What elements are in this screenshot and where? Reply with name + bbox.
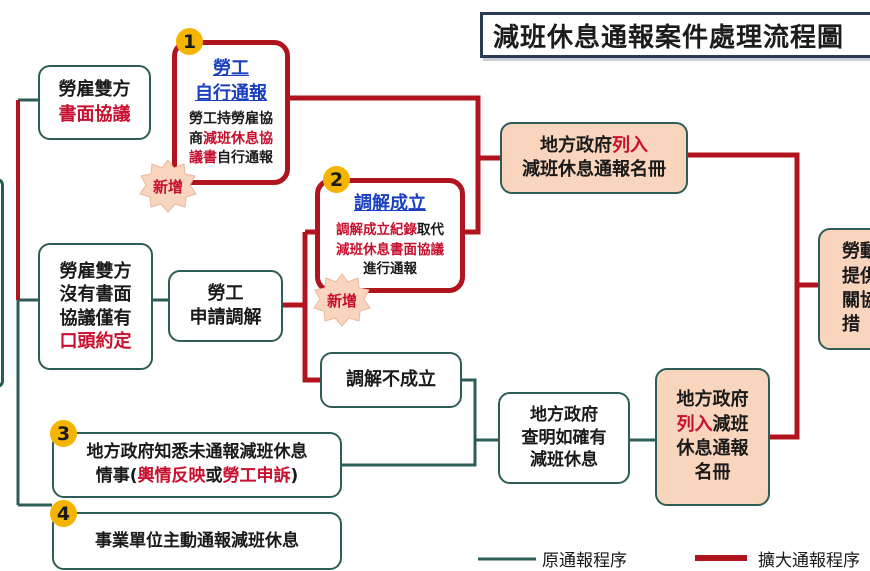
no-written-line4: 口頭約定 [59, 330, 132, 352]
apply-mediation-line2: 申請調解 [189, 307, 262, 328]
mediation-fail-line1: 調解不成立 [346, 368, 436, 390]
written-agreement-line1: 勞雇雙方 [58, 79, 131, 101]
gov-learn-box: 地方政府知悉未通報減班休息 情事(輿情反映或勞工申訴) [52, 432, 342, 498]
apply-mediation-line1: 勞工 [207, 282, 244, 304]
labor-dept-line2: 提供 [842, 265, 870, 287]
step-number-4: 4 [50, 500, 77, 527]
mediation-success-title: 調解成立 [354, 193, 426, 215]
worker-self-report-desc3: 議書自行通報 [189, 150, 273, 167]
gov-verify-line3: 減班休息 [530, 450, 598, 471]
legend-original-label: 原通報程序 [542, 551, 627, 571]
employer-report-line1: 事業單位主動通報減班休息 [95, 530, 299, 551]
page-title-text: 減班休息通報案件處理流程圖 [493, 22, 845, 53]
worker-self-report-title2: 自行通報 [195, 83, 267, 105]
gov-list-1-line1: 地方政府列入 [540, 134, 648, 156]
gov-verify-box: 地方政府 查明如確有 減班休息 [498, 392, 630, 484]
legend-original-line [478, 557, 536, 561]
gov-verify-line2: 查明如確有 [521, 427, 607, 448]
mediation-success-desc3: 進行通報 [363, 261, 417, 278]
apply-mediation-box: 勞工 申請調解 [168, 270, 283, 342]
gov-list-1-line2: 減班休息通報名冊 [522, 159, 666, 180]
worker-self-report-title: 勞工 [213, 57, 249, 79]
gov-list-box-1: 地方政府列入 減班休息通報名冊 [500, 122, 688, 194]
written-agreement-box: 勞雇雙方 書面協議 [38, 65, 151, 140]
new-badge-text-2: 新增 [327, 292, 357, 310]
left-source-panel [0, 178, 4, 388]
new-badge-text: 新增 [153, 178, 183, 196]
no-written-agreement-box: 勞雇雙方 沒有書面 協議僅有 口頭約定 [38, 243, 153, 370]
labor-dept-box: 勞動 提供 關協 措 [818, 228, 870, 350]
new-badge-icon: 新增 [139, 159, 197, 213]
worker-self-report-desc2: 商減班休息協 [189, 130, 273, 147]
legend-expanded-label: 擴大通報程序 [758, 551, 860, 571]
gov-list-2-line4: 名冊 [694, 462, 731, 484]
gov-learn-line2: 情事(輿情反映或勞工申訴) [95, 466, 299, 486]
gov-list-box-2: 地方政府 列入減班 休息通報 名冊 [655, 368, 770, 506]
labor-dept-line1: 勞動 [842, 241, 870, 263]
page-title: 減班休息通報案件處理流程圖 [480, 12, 870, 58]
employer-report-box: 事業單位主動通報減班休息 [52, 512, 342, 570]
worker-self-report-box: 勞工 自行通報 勞工持勞雇協 商減班休息協 議書自行通報 [172, 40, 290, 185]
legend-expanded-line [695, 555, 747, 561]
no-written-line3: 協議僅有 [59, 307, 132, 329]
written-agreement-line2: 書面協議 [58, 103, 131, 125]
labor-dept-line4: 措 [842, 314, 860, 336]
step-number-3: 3 [50, 420, 77, 447]
new-badge-icon-2: 新增 [313, 273, 371, 327]
step-number-2: 2 [323, 166, 350, 193]
gov-list-2-line2: 列入減班 [676, 413, 749, 435]
mediation-success-desc2: 減班休息書面協議 [336, 241, 444, 258]
mediation-success-desc1: 調解成立紀錄取代 [336, 222, 444, 239]
worker-self-report-desc1: 勞工持勞雇協 [189, 111, 273, 128]
step-number-1: 1 [176, 28, 203, 55]
gov-verify-line1: 地方政府 [530, 404, 598, 425]
gov-learn-line1: 地方政府知悉未通報減班休息 [86, 442, 308, 463]
no-written-line2: 沒有書面 [59, 284, 132, 306]
no-written-line1: 勞雇雙方 [59, 260, 132, 282]
mediation-success-box: 調解成立 調解成立紀錄取代 減班休息書面協議 進行通報 [315, 178, 465, 293]
gov-list-2-line1: 地方政府 [676, 389, 749, 411]
gov-list-2-line3: 休息通報 [676, 438, 749, 459]
mediation-fail-box: 調解不成立 [320, 352, 462, 408]
labor-dept-line3: 關協 [842, 290, 870, 311]
